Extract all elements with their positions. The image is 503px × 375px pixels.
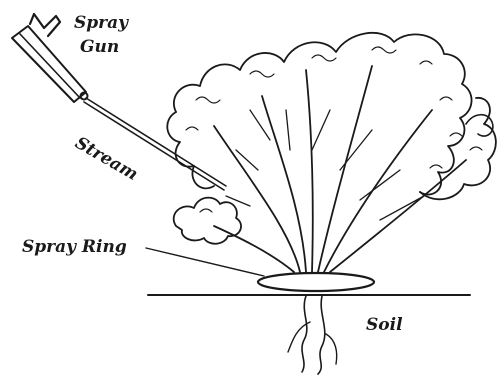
plant-roots [288, 296, 337, 374]
label-spray: Spray [74, 13, 129, 33]
spray-ring [258, 273, 374, 291]
spray-ring-leader [146, 248, 264, 276]
label-spray-ring: Spray Ring [22, 237, 127, 257]
label-gun: Gun [80, 37, 119, 57]
label-stream: Stream [72, 133, 142, 185]
spray-stream [84, 98, 226, 190]
label-soil: Soil [366, 315, 403, 335]
plant-foliage [167, 33, 496, 272]
